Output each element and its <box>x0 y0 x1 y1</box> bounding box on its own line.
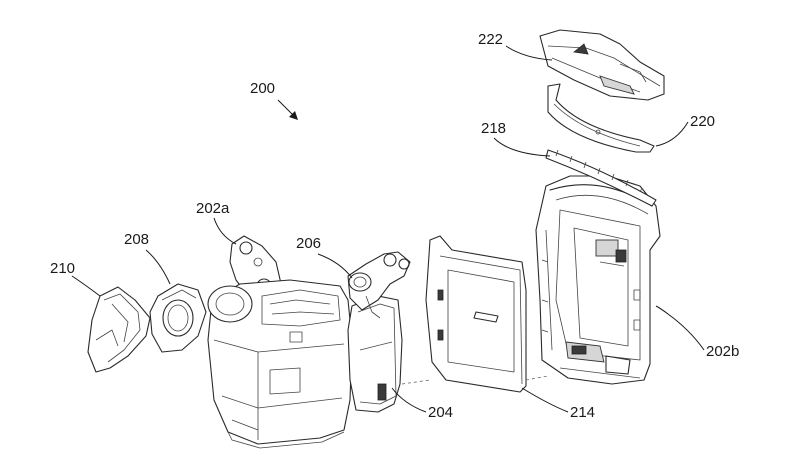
part-208 <box>149 283 207 353</box>
alignment-line-2 <box>525 375 549 381</box>
label-200: 200 <box>250 80 275 97</box>
label-218: 218 <box>481 120 506 137</box>
label-206: 206 <box>296 235 321 252</box>
label-208: 208 <box>124 231 149 248</box>
leader-204 <box>391 387 427 413</box>
label-202a: 202a <box>196 200 230 217</box>
leader-214 <box>521 387 569 413</box>
leader-220 <box>655 121 689 147</box>
label-220: 220 <box>690 113 715 130</box>
part-202a <box>207 235 353 449</box>
leader-208 <box>145 249 171 285</box>
leader-218 <box>493 137 551 157</box>
leader-202b <box>655 305 705 351</box>
label-204: 204 <box>428 404 453 421</box>
leader-206 <box>317 253 353 279</box>
part-220 <box>547 83 655 153</box>
leader-222 <box>505 45 553 61</box>
alignment-line-1 <box>401 379 431 385</box>
part-222 <box>539 29 665 101</box>
part-204 <box>347 295 403 413</box>
part-206 <box>347 251 411 319</box>
part-202b <box>535 175 661 385</box>
part-210 <box>87 286 151 373</box>
part-214 <box>425 235 527 393</box>
label-202b: 202b <box>706 343 739 360</box>
assembly-arrow <box>277 99 298 120</box>
leader-202a <box>213 217 237 245</box>
label-222: 222 <box>478 31 503 48</box>
label-210: 210 <box>50 260 75 277</box>
label-214: 214 <box>570 404 595 421</box>
part-218 <box>545 149 657 207</box>
leader-210 <box>71 275 101 297</box>
